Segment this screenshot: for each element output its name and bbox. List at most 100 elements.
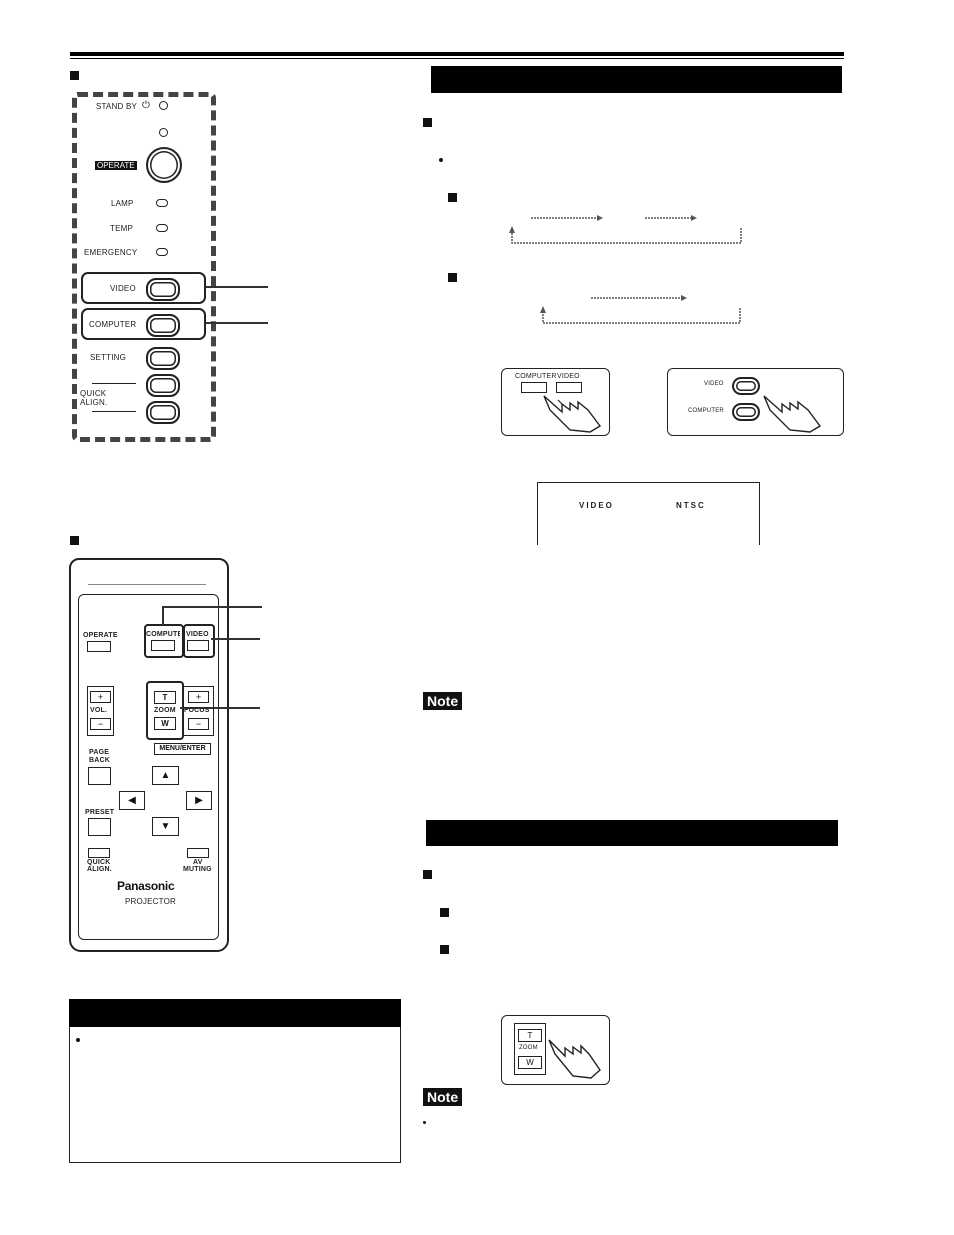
panel-closeup-computer-button bbox=[732, 403, 760, 421]
temp-label: TEMP bbox=[110, 224, 134, 233]
section-marker-remote bbox=[70, 536, 79, 545]
right-sub-marker-2 bbox=[448, 273, 457, 282]
zoom-t-button[interactable]: T bbox=[154, 691, 176, 704]
left-arrow-icon: ◀ bbox=[128, 795, 136, 806]
vol-label: VOL. bbox=[90, 707, 108, 714]
video-label: VIDEO bbox=[110, 284, 136, 293]
quick-align-button-2[interactable] bbox=[146, 401, 180, 424]
zoom-callout-line bbox=[180, 707, 260, 709]
right-arrow-icon: ▶ bbox=[195, 795, 203, 806]
remote-closeup-video-label: VIDEO bbox=[557, 373, 580, 380]
menu-enter-button[interactable]: MENU/ENTER bbox=[154, 743, 211, 755]
panel-closeup-computer-label: COMPUTER bbox=[688, 408, 724, 414]
remote-video-highlight bbox=[183, 624, 215, 658]
remote-computer-button[interactable] bbox=[151, 640, 175, 651]
focus-plus-button[interactable]: + bbox=[188, 691, 209, 703]
emergency-label: EMERGENCY bbox=[84, 248, 138, 257]
preset-button[interactable] bbox=[88, 818, 111, 836]
operate-label: OPERATE bbox=[95, 161, 137, 170]
operate-button[interactable] bbox=[146, 147, 182, 183]
remote-top-line bbox=[88, 584, 206, 585]
up-arrow-icon: ▲ bbox=[160, 770, 171, 781]
input-cycle-diagram-1 bbox=[509, 215, 742, 244]
focus-minus-button[interactable]: − bbox=[188, 718, 209, 730]
remote-control-body bbox=[69, 558, 229, 952]
focus-group bbox=[183, 686, 214, 736]
note-badge-2: Note bbox=[423, 1088, 463, 1106]
bottom-left-box-header bbox=[69, 999, 401, 1027]
cursor-up-button[interactable]: ▲ bbox=[152, 766, 179, 785]
remote-closeup-video-button bbox=[556, 382, 582, 393]
remote-closeup-computer-button bbox=[521, 382, 547, 393]
bottom-left-bullet bbox=[76, 1038, 80, 1042]
av-muting-label: AV bbox=[193, 859, 203, 866]
page-back-label-2: BACK bbox=[89, 757, 111, 764]
remote-video-label: VIDEO bbox=[186, 631, 209, 638]
temp-indicator bbox=[156, 224, 168, 232]
onscreen-signal-label: NTSC bbox=[676, 501, 706, 510]
remote-video-callout-line bbox=[211, 638, 260, 640]
emergency-indicator bbox=[156, 248, 168, 256]
top-rule bbox=[70, 52, 844, 56]
quick-align-label: QUICK bbox=[80, 389, 107, 398]
quick-align-arrow-up bbox=[92, 383, 136, 384]
computer-button[interactable] bbox=[146, 314, 180, 337]
zoom-w-button[interactable]: W bbox=[154, 717, 176, 730]
remote-quick-align-label-2: ALIGN. bbox=[87, 866, 112, 873]
cursor-right-button[interactable]: ▶ bbox=[186, 791, 212, 810]
setting-button[interactable] bbox=[146, 347, 180, 370]
remote-video-button[interactable] bbox=[187, 640, 209, 651]
zoom-closeup-t-label: T bbox=[527, 1031, 533, 1040]
remote-operate-label: OPERATE bbox=[83, 632, 118, 639]
vol-plus-button[interactable]: + bbox=[90, 691, 111, 703]
lamp-indicator bbox=[156, 199, 168, 207]
vol-minus-label: − bbox=[97, 719, 104, 729]
right-sub-marker-3 bbox=[440, 908, 449, 917]
panel-closeup-video-button bbox=[732, 377, 760, 395]
pointing-hand-icon bbox=[543, 395, 602, 433]
av-muting-button[interactable] bbox=[187, 848, 209, 858]
down-arrow-icon: ▼ bbox=[160, 821, 171, 832]
panel-closeup-video-label: VIDEO bbox=[704, 381, 724, 387]
zoom-label: ZOOM bbox=[154, 707, 176, 714]
computer-button-highlight bbox=[81, 308, 206, 340]
zoom-closeup-label: ZOOM bbox=[519, 1045, 538, 1051]
remote-operate-button[interactable] bbox=[87, 641, 111, 652]
remote-quick-align-button[interactable] bbox=[88, 848, 110, 858]
quick-align-button-1[interactable] bbox=[146, 374, 180, 397]
standby-power-icon: ⏻ bbox=[142, 100, 151, 111]
av-muting-label-2: MUTING bbox=[183, 866, 212, 873]
standby-label: STAND BY bbox=[96, 102, 138, 111]
standby-indicator bbox=[159, 101, 168, 110]
focus-plus-label: + bbox=[195, 692, 202, 702]
operate-indicator bbox=[159, 128, 168, 137]
video-callout-line bbox=[206, 286, 268, 288]
remote-model-label: PROJECTOR bbox=[125, 897, 176, 906]
vol-group bbox=[87, 686, 114, 736]
remote-computer-callout-line bbox=[162, 606, 262, 626]
zoom-closeup-group bbox=[514, 1023, 546, 1075]
projector-control-panel bbox=[72, 92, 216, 442]
preset-label: PRESET bbox=[85, 809, 115, 816]
panel-closeup-illustration bbox=[667, 368, 844, 436]
top-rule-thin bbox=[70, 58, 844, 59]
right-sub-marker-4 bbox=[440, 945, 449, 954]
cursor-left-button[interactable]: ◀ bbox=[119, 791, 145, 810]
section-marker bbox=[70, 71, 79, 80]
right-section-header-2 bbox=[426, 820, 838, 846]
vol-plus-label: + bbox=[97, 692, 104, 702]
pointing-hand-icon-2 bbox=[763, 395, 822, 433]
right-section-marker-2 bbox=[423, 870, 432, 879]
cursor-down-button[interactable]: ▼ bbox=[152, 817, 179, 836]
computer-callout-line bbox=[206, 322, 268, 324]
computer-label: COMPUTER bbox=[89, 320, 137, 329]
input-cycle-diagram-2 bbox=[540, 295, 741, 324]
zoom-closeup-illustration bbox=[501, 1015, 610, 1085]
remote-computer-label: COMPUTER bbox=[146, 631, 180, 638]
video-button[interactable] bbox=[146, 278, 180, 301]
page-back-button[interactable] bbox=[88, 767, 111, 785]
vol-minus-button[interactable]: − bbox=[90, 718, 111, 730]
quick-align-label-2: ALIGN. bbox=[80, 398, 108, 407]
focus-minus-label: − bbox=[195, 719, 202, 729]
zoom-t-label: T bbox=[162, 693, 168, 702]
